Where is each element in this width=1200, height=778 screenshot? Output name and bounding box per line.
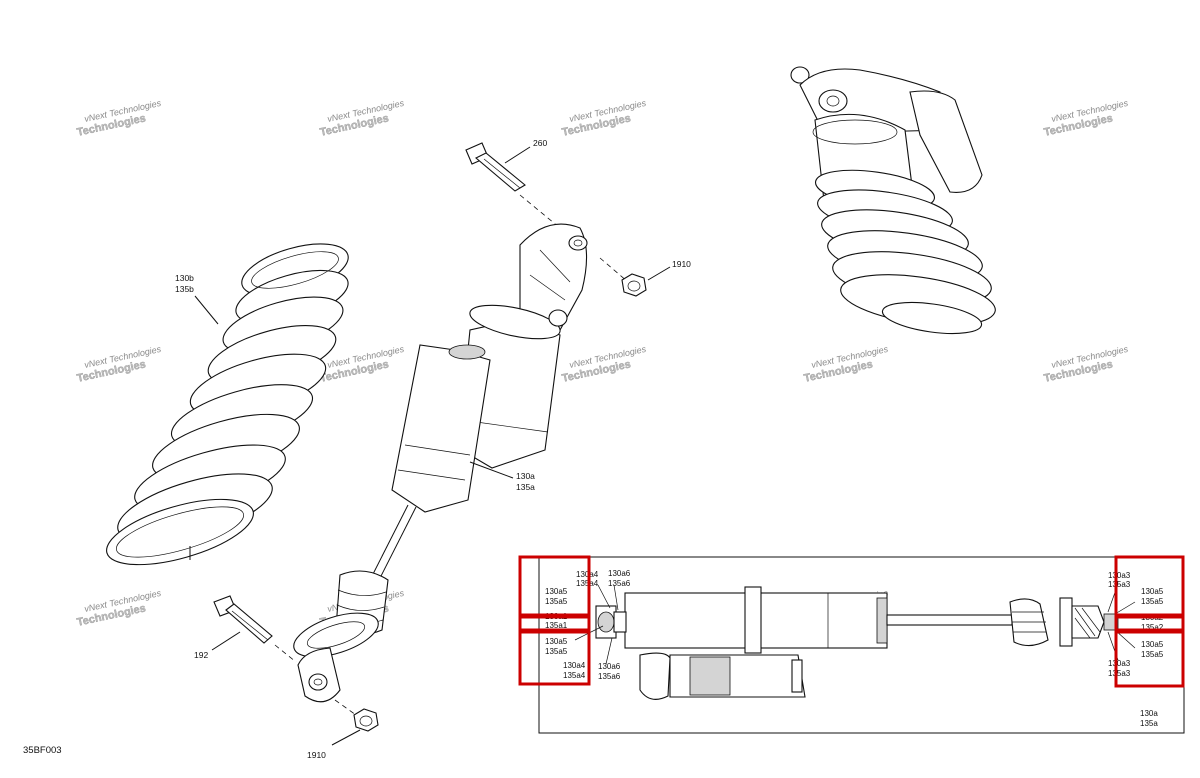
watermark: vNext Technologies Technologies [803,344,890,385]
detail-label-left-upper-1[interactable]: 130a5 [545,587,568,596]
detail-label-right-lower-1[interactable]: 130a5 [1141,640,1164,649]
diagram-code: 35BF003 [23,745,62,756]
highlight-boxes [518,555,1185,688]
leader-line [469,461,514,479]
bolt-bottom [213,595,273,644]
leader-line [211,631,241,651]
detail-label-center-top-1[interactable]: 130a6 [608,569,631,578]
watermark: vNext Technologies Technologies [561,98,648,139]
detail-label-right-top-1[interactable]: 130a3 [1108,571,1131,580]
detail-label-center-top-2[interactable]: 135a6 [608,579,631,588]
detail-label-left-lower-2[interactable]: 135a5 [545,647,568,656]
leader-line [194,295,219,325]
watermark: vNext Technologies Technologies [561,344,648,385]
detail-label-right-mid-2[interactable]: 135a2 [1141,623,1164,632]
callout-bolt-top[interactable]: 260 [533,138,547,148]
detail-label-left-upper-2[interactable]: 135a5 [545,597,568,606]
shock-absorber [293,223,588,703]
callout-spring-1[interactable]: 130b [175,273,194,283]
detail-label-right-upper-2[interactable]: 135a5 [1141,597,1164,606]
detail-label-center-bottom-2[interactable]: 135a6 [598,672,621,681]
assembled-shock-view [790,66,996,335]
detail-label-center-bottom-1[interactable]: 130a6 [598,662,621,671]
detail-label-left-top-1[interactable]: 130a4 [576,570,599,579]
nut-bottom [353,708,379,732]
watermark: vNext Technologies Technologies [1043,344,1130,385]
highlight-box-left-top[interactable] [518,555,591,617]
detail-label-left-lower-1[interactable]: 130a5 [545,637,568,646]
highlight-box-right-top[interactable] [1114,555,1185,617]
detail-label-left-bottom-1[interactable]: 130a4 [563,661,586,670]
highlight-box-right-mid[interactable] [1114,615,1185,632]
detail-label-right-lower-2[interactable]: 135a5 [1141,650,1164,659]
axis-line [519,194,629,283]
watermark: vNext Technologies Technologies [1043,98,1130,139]
watermark: vNext Technologies Technologies [76,98,163,139]
watermark: vNext Technologies Technologies [76,344,163,385]
detail-label-left-mid-2[interactable]: 135a1 [545,621,568,630]
detail-label-left-bottom-2[interactable]: 135a4 [563,671,586,680]
axis-line [274,644,357,716]
callout-bolt-bottom[interactable]: 192 [194,650,208,660]
highlight-box-left-bottom[interactable] [518,630,591,686]
detail-label-assembly-2[interactable]: 135a [1140,719,1158,728]
highlight-box-left-mid[interactable] [518,615,591,632]
watermark: vNext Technologies Technologies [319,98,406,139]
detail-shock-cutaway [595,586,1119,700]
callout-spring-2[interactable]: 135b [175,284,194,294]
highlight-box-right-bottom[interactable] [1114,630,1185,688]
callout-shock-1[interactable]: 130a [516,471,535,481]
watermark: vNext Technologies Technologies [76,588,163,629]
detail-label-right-upper-1[interactable]: 130a5 [1141,587,1164,596]
detail-label-right-bottom-1[interactable]: 130a3 [1108,659,1131,668]
detail-label-right-bottom-2[interactable]: 135a3 [1108,669,1131,678]
bolt-top [465,142,526,192]
detail-label-right-top-2[interactable]: 135a3 [1108,580,1131,589]
leader-line [331,729,361,746]
leader-line [504,146,531,164]
detail-leaders [574,583,1136,665]
callout-shock-2[interactable]: 135a [516,482,535,492]
coil-spring [106,243,349,566]
detail-label-left-top-2[interactable]: 135a4 [576,579,599,588]
detail-label-assembly-1[interactable]: 130a [1140,709,1158,718]
callout-nut-top[interactable]: 1910 [672,259,691,269]
leader-line [647,266,671,281]
callout-nut-bottom[interactable]: 1910 [307,750,326,760]
nut-top [621,273,647,297]
